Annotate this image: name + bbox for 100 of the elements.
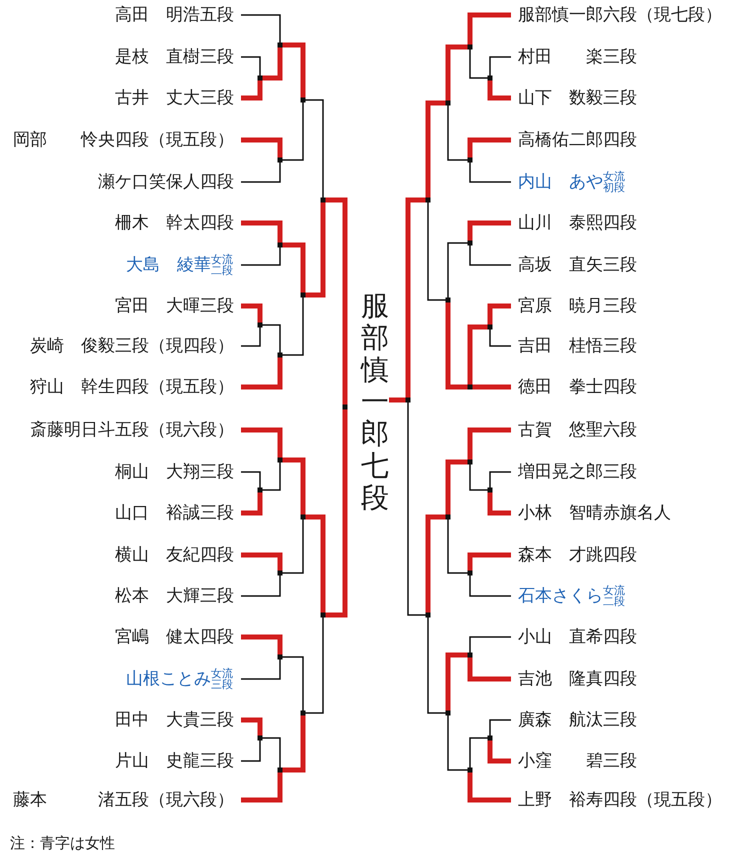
- bracket-joint: [278, 242, 282, 248]
- bracket-line: [262, 462, 281, 491]
- bracket-line: [241, 660, 281, 680]
- champion-name: 服部慎一郎七段: [361, 290, 389, 514]
- bracket-line: [306, 618, 324, 714]
- bracket-line: [489, 56, 511, 76]
- player-name: 高田 明浩五段: [115, 2, 241, 28]
- bracket-joint: [278, 458, 282, 462]
- bracket-joint: [468, 384, 472, 390]
- note-text: 注：青字は女性: [10, 834, 115, 853]
- player-name: 村田 楽三段: [511, 44, 637, 70]
- player-name: 是枝 直樹三段: [115, 44, 241, 70]
- rank-label: 女流二段: [210, 254, 234, 276]
- bracket-line: [472, 384, 511, 390]
- bracket-line: [468, 772, 511, 802]
- bracket-line: [469, 50, 488, 79]
- bracket-line: [488, 304, 511, 324]
- bracket-joint: [258, 322, 262, 328]
- bracket-line: [447, 106, 468, 161]
- player-name: 藤本 渚五段（現六段）: [13, 787, 241, 813]
- player-name: 内山 あや: [518, 172, 603, 192]
- player-name: 服部慎一郎六段（現七段）: [511, 2, 722, 28]
- player-name: 山口 裕誠三段: [115, 500, 241, 526]
- bracket-line: [426, 514, 446, 612]
- bracket-joint: [426, 612, 430, 618]
- bracket-joint: [406, 398, 410, 402]
- player-name: 松本 大輝三段: [115, 583, 241, 609]
- bracket-joint: [300, 514, 306, 520]
- bracket-line: [282, 716, 306, 772]
- bracket-joint: [278, 42, 282, 48]
- bracket-line: [241, 220, 282, 242]
- bracket-line: [389, 398, 406, 402]
- bracket-line: [488, 492, 511, 516]
- bracket-line: [468, 138, 511, 158]
- bracket-line: [282, 520, 304, 574]
- bracket-line: [282, 102, 304, 161]
- bracket-joint: [278, 352, 282, 358]
- player-name: 横山 友紀四段: [115, 542, 241, 568]
- bracket-line: [282, 42, 306, 98]
- bracket-line: [469, 636, 511, 652]
- bracket-joint: [468, 240, 472, 246]
- bracket-line: [469, 246, 511, 266]
- rank-label: 女流初段: [603, 171, 626, 194]
- bracket-line: [241, 740, 261, 762]
- bracket-line: [241, 56, 261, 76]
- bracket-joint: [446, 710, 450, 716]
- bracket-line: [241, 428, 282, 458]
- bracket-line: [489, 719, 511, 736]
- bracket-line: [241, 552, 282, 570]
- bracket-line: [262, 48, 282, 80]
- bracket-joint: [342, 404, 348, 410]
- bracket-line: [282, 242, 306, 292]
- bracket-joint: [278, 570, 282, 576]
- player-name: 山下 数毅三段: [511, 85, 637, 111]
- bracket-line: [241, 634, 282, 654]
- bracket-joint: [300, 710, 306, 716]
- bracket-line: [427, 618, 446, 714]
- bracket-joint: [488, 324, 492, 330]
- player-name: 山根ことみ: [126, 669, 211, 689]
- bracket-line: [241, 492, 262, 516]
- player-name: 宮嶋 健太四段: [115, 624, 241, 650]
- bracket-joint: [488, 76, 492, 80]
- player-name: 吉池 隆真四段: [511, 666, 637, 692]
- bracket-line: [262, 737, 281, 768]
- bracket-line: [326, 198, 348, 404]
- bracket-line: [468, 658, 511, 682]
- bracket-line: [426, 100, 446, 198]
- bracket-line: [468, 220, 511, 240]
- bracket-joint: [278, 654, 282, 660]
- bracket-line: [488, 80, 511, 100]
- player-name: 小窪 碧三段: [511, 748, 637, 774]
- bracket-joint: [278, 768, 282, 772]
- bracket-line: [468, 428, 511, 460]
- player-name: 増田晃之郎三段: [511, 459, 637, 485]
- bracket-line: [262, 324, 281, 352]
- player-name: 古井 丈大三段: [115, 85, 241, 111]
- player-name: 片山 史龍三段: [115, 748, 241, 774]
- bracket-joint: [488, 488, 492, 492]
- bracket-line: [407, 402, 426, 616]
- bracket-joint: [258, 76, 262, 80]
- rank-label: 女流三段: [210, 668, 234, 690]
- bracket-line: [427, 202, 446, 301]
- bracket-line: [468, 552, 511, 570]
- player-name: 桐山 大翔三段: [115, 459, 241, 485]
- bracket-line: [241, 138, 282, 158]
- bracket-line: [469, 576, 511, 597]
- player-name: 宮田 大暉三段: [115, 293, 241, 319]
- player-name: 田中 大貴三段: [115, 707, 241, 733]
- bracket-line: [446, 302, 468, 390]
- bracket-joint: [258, 488, 262, 492]
- bracket-joint: [278, 158, 282, 162]
- bracket-line: [241, 304, 262, 322]
- bracket-line: [241, 248, 281, 266]
- bracket-joint: [468, 652, 472, 658]
- bracket-line: [241, 358, 282, 390]
- player-name: 小林 智晴赤旗名人: [511, 500, 671, 526]
- bracket-line: [469, 464, 488, 491]
- bracket-line: [241, 328, 261, 347]
- player-name: 斎藤明日斗五段（現六段）: [30, 417, 241, 443]
- bracket-joint: [300, 292, 306, 298]
